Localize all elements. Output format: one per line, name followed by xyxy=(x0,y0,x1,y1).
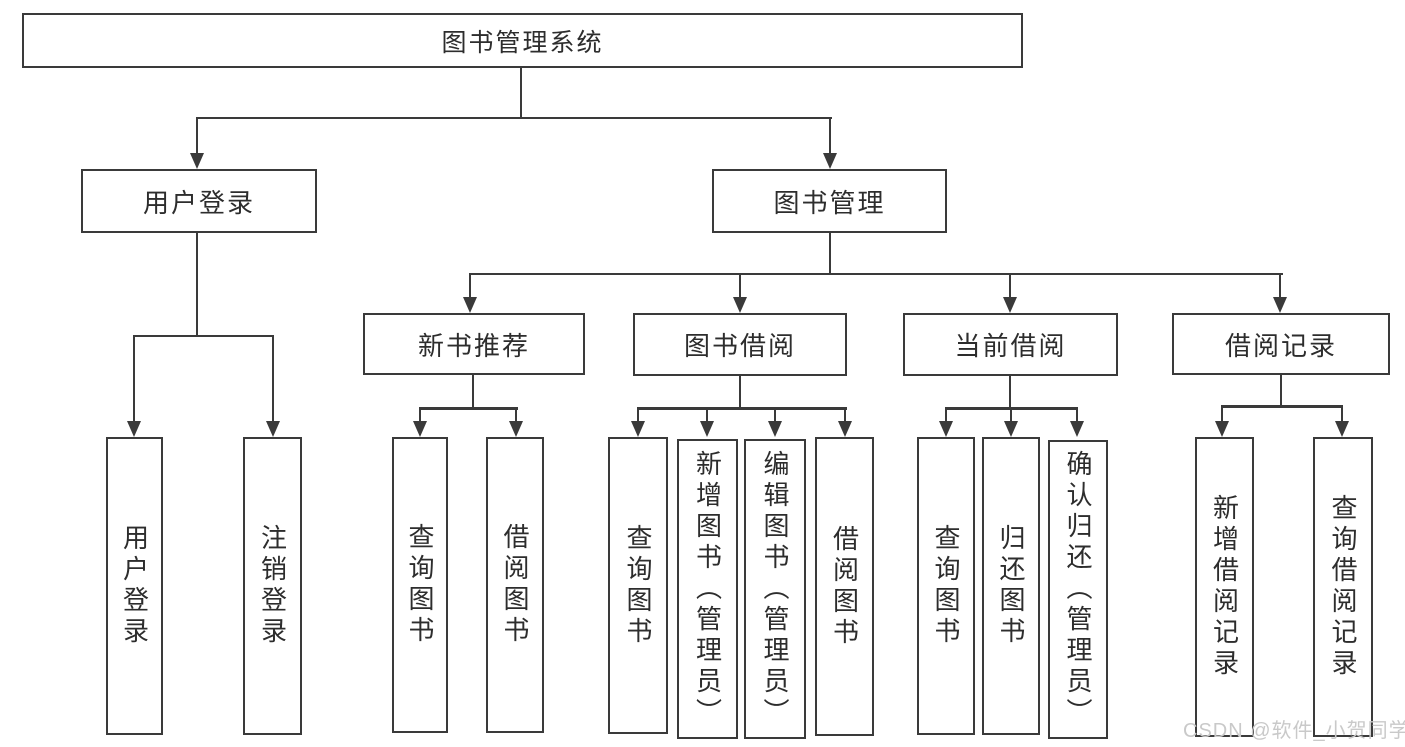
node-book-management: 图书管理 xyxy=(712,169,947,233)
connector-line xyxy=(196,233,198,335)
connector-line xyxy=(469,273,471,297)
arrow-down-icon xyxy=(1004,421,1018,437)
arrow-down-icon xyxy=(838,421,852,437)
leaf-return-book-label: 归还图书 xyxy=(996,524,1026,648)
connector-line xyxy=(469,273,1283,275)
node-current-borrow: 当前借阅 xyxy=(903,313,1118,376)
arrow-down-icon xyxy=(733,297,747,313)
arrow-down-icon xyxy=(768,421,782,437)
leaf-edit-book-admin-label: 编辑图书（管理员） xyxy=(760,449,790,729)
node-current-borrow-label: 当前借阅 xyxy=(954,331,1067,361)
arrow-down-icon xyxy=(127,421,141,437)
leaf-add-book-admin: 新增图书（管理员） xyxy=(677,439,738,739)
node-new-book-recommend-label: 新书推荐 xyxy=(417,330,530,361)
connector-line xyxy=(472,375,474,407)
connector-line xyxy=(1221,405,1343,408)
connector-line xyxy=(1009,273,1011,297)
leaf-borrow-books: 借阅图书 xyxy=(815,437,874,736)
connector-line xyxy=(829,233,831,273)
arrow-down-icon xyxy=(1003,297,1017,313)
leaf-query-books-current-label: 查询图书 xyxy=(931,524,961,648)
node-book-borrow-label: 图书借阅 xyxy=(683,331,796,361)
node-root: 图书管理系统 xyxy=(22,13,1023,68)
leaf-query-borrow-record-label: 查询借阅记录 xyxy=(1328,494,1358,680)
leaf-query-books-recommend-label: 查询图书 xyxy=(405,523,435,647)
connector-line xyxy=(945,407,947,421)
node-book-borrow: 图书借阅 xyxy=(633,313,847,376)
leaf-edit-book-admin: 编辑图书（管理员） xyxy=(744,439,806,739)
connector-line xyxy=(419,407,518,410)
leaf-add-book-admin-label: 新增图书（管理员） xyxy=(692,449,723,729)
leaf-borrow-books-recommend: 借阅图书 xyxy=(486,437,544,733)
arrow-down-icon xyxy=(266,421,280,437)
connector-line xyxy=(196,117,832,119)
arrow-down-icon xyxy=(1215,421,1229,437)
connector-line xyxy=(844,407,846,421)
arrow-down-icon xyxy=(190,153,204,169)
arrow-down-icon xyxy=(631,421,645,437)
leaf-query-books-current: 查询图书 xyxy=(917,437,975,735)
arrow-down-icon xyxy=(509,421,523,437)
connector-line xyxy=(1341,405,1343,421)
connector-line xyxy=(133,335,135,421)
arrow-down-icon xyxy=(939,421,953,437)
node-book-management-label: 图书管理 xyxy=(773,187,886,218)
arrow-down-icon xyxy=(413,421,427,437)
arrow-down-icon xyxy=(463,297,477,313)
leaf-borrow-books-recommend-label: 借阅图书 xyxy=(500,523,530,647)
connector-line xyxy=(133,335,274,337)
connector-line xyxy=(637,407,639,421)
connector-line xyxy=(774,407,776,421)
connector-line xyxy=(520,68,522,117)
node-borrow-records-label: 借阅记录 xyxy=(1224,330,1337,361)
leaf-confirm-return-admin-label: 确认归还（管理员） xyxy=(1063,450,1093,729)
connector-line xyxy=(829,117,831,153)
node-user-login-label: 用户登录 xyxy=(142,187,255,218)
arrow-down-icon xyxy=(1335,421,1349,437)
connector-line xyxy=(272,335,274,421)
leaf-borrow-books-label: 借阅图书 xyxy=(829,524,860,649)
leaf-query-books-borrow: 查询图书 xyxy=(608,437,668,734)
leaf-add-borrow-record-label: 新增借阅记录 xyxy=(1209,494,1240,680)
leaf-query-books-borrow-label: 查询图书 xyxy=(623,523,653,648)
connector-line xyxy=(1280,375,1282,405)
node-root-label: 图书管理系统 xyxy=(441,28,604,57)
connector-line xyxy=(637,407,847,410)
node-user-login: 用户登录 xyxy=(81,169,317,233)
leaf-query-borrow-record: 查询借阅记录 xyxy=(1313,437,1373,737)
leaf-query-books-recommend: 查询图书 xyxy=(392,437,448,733)
connector-line xyxy=(515,407,517,421)
connector-line xyxy=(1076,407,1078,421)
leaf-confirm-return-admin: 确认归还（管理员） xyxy=(1048,440,1108,739)
connector-line xyxy=(739,273,741,297)
connector-line xyxy=(706,407,708,421)
leaf-user-login-label: 用户登录 xyxy=(119,524,150,648)
leaf-logout-label: 注销登录 xyxy=(257,524,288,648)
connector-line xyxy=(1010,407,1012,421)
node-new-book-recommend: 新书推荐 xyxy=(363,313,585,375)
arrow-down-icon xyxy=(823,153,837,169)
arrow-down-icon xyxy=(1273,297,1287,313)
connector-line xyxy=(1009,376,1011,407)
arrow-down-icon xyxy=(700,421,714,437)
leaf-add-borrow-record: 新增借阅记录 xyxy=(1195,437,1254,737)
connector-line xyxy=(1221,405,1223,421)
node-borrow-records: 借阅记录 xyxy=(1172,313,1390,375)
leaf-user-login: 用户登录 xyxy=(106,437,163,735)
leaf-logout: 注销登录 xyxy=(243,437,302,735)
connector-line xyxy=(419,407,421,421)
arrow-down-icon xyxy=(1070,421,1084,437)
connector-line xyxy=(196,117,198,153)
csdn-watermark: CSDN @软件_小贺同学 xyxy=(1183,720,1405,742)
connector-line xyxy=(1279,273,1281,297)
connector-line xyxy=(739,376,741,407)
leaf-return-book: 归还图书 xyxy=(982,437,1040,735)
